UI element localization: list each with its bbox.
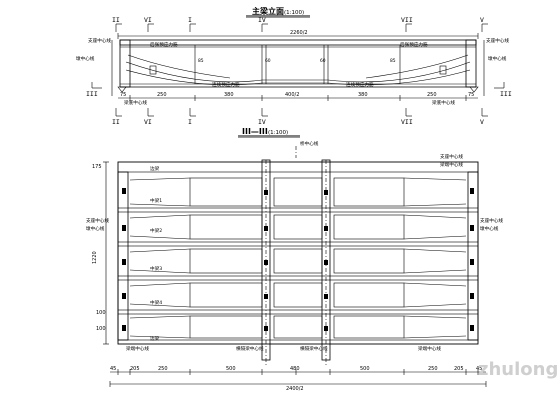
hatch-blocks bbox=[122, 188, 474, 331]
plan-bottom-dim-8: 205 bbox=[454, 366, 464, 372]
height-label-4: 85 bbox=[390, 58, 396, 64]
elev-dim-2: 250 bbox=[157, 92, 167, 98]
diaphragms bbox=[261, 159, 331, 365]
plan-view: III—III (1:100) 桥中心线 bbox=[86, 127, 503, 392]
girder-bands bbox=[117, 171, 479, 341]
girder-label-5: 边梁 bbox=[150, 335, 160, 342]
girder-label-2: 中梁2 bbox=[150, 227, 162, 234]
sec-bot-1: II bbox=[112, 118, 120, 126]
plan-title: III—III bbox=[242, 127, 268, 136]
elevation-scale: (1:100) bbox=[284, 10, 304, 16]
plan-total-dim: 2400/2 bbox=[286, 386, 304, 392]
cable-left-label: 后张预应力筋 bbox=[150, 41, 178, 48]
plan-width-dim: 1220 bbox=[92, 251, 98, 264]
height-label-1: 60 bbox=[265, 58, 271, 64]
cable-right-label: 后张预应力筋 bbox=[400, 41, 428, 48]
plan-bottom-dim-2: 205 bbox=[130, 366, 140, 372]
girder-label-4: 中梁4 bbox=[150, 299, 162, 306]
elevation-view: 主梁立面 (1:100) 2260/2 bbox=[76, 6, 512, 126]
elev-dim-7: 75 bbox=[468, 92, 474, 98]
bottom-left-label: 梁底中心线 bbox=[124, 99, 147, 106]
sec-side-left: III bbox=[86, 90, 98, 98]
sec-bot-4: IV bbox=[258, 118, 266, 126]
elev-dim-6: 250 bbox=[427, 92, 437, 98]
bearing-right-label: 支座中心线 bbox=[486, 37, 509, 44]
elev-dim-1: 75 bbox=[120, 92, 126, 98]
girder-label-0: 边梁 bbox=[150, 165, 160, 172]
plan-bottom-dim-9: 45 bbox=[476, 366, 482, 372]
girder-label-1: 中梁1 bbox=[150, 197, 162, 204]
sec-top-1: II bbox=[112, 16, 120, 24]
bearing-left-label: 支座中心线 bbox=[88, 37, 111, 44]
plan-bottom-dim-4: 500 bbox=[226, 366, 236, 372]
sec-top-6: V bbox=[480, 16, 484, 24]
plan-right-label-2: 墩中心线 bbox=[480, 225, 499, 232]
plan-bottom-dim-7: 250 bbox=[428, 366, 438, 372]
height-label-3: 85 bbox=[198, 58, 204, 64]
sec-top-2: VI bbox=[144, 16, 152, 24]
sec-top-4: IV bbox=[258, 16, 266, 24]
sec-bot-5: VII bbox=[401, 118, 413, 126]
plan-bottom-dim-5: 480 bbox=[290, 366, 300, 372]
plan-bottom-dim-1: 45 bbox=[110, 366, 116, 372]
plan-left-label-1: 支座中心线 bbox=[86, 217, 109, 224]
plan-scale: (1:100) bbox=[268, 130, 288, 136]
plan-top-label-2: 梁端中心线 bbox=[440, 161, 463, 168]
plan-bottom-label-1: 梁端中心线 bbox=[126, 345, 149, 352]
girder-label-3: 中梁3 bbox=[150, 265, 162, 272]
plan-bottom-dim-3: 250 bbox=[158, 366, 168, 372]
plan-bottom-label-4: 梁端中心线 bbox=[418, 345, 441, 352]
sec-top-5: VII bbox=[401, 16, 413, 24]
bottom-right-label: 梁底中心线 bbox=[432, 99, 455, 106]
plan-left-dim-2: 100 bbox=[96, 310, 106, 316]
pier-left-label: 墩中心线 bbox=[76, 55, 95, 62]
sec-side-right: III bbox=[500, 90, 512, 98]
plan-left-label-2: 墩中心线 bbox=[86, 225, 105, 232]
elev-dim-5: 380 bbox=[358, 92, 368, 98]
plan-bottom-dim-6: 500 bbox=[360, 366, 370, 372]
pier-right-label: 墩中心线 bbox=[488, 55, 507, 62]
tendon-left-label: 连续预应力筋 bbox=[212, 81, 240, 88]
sec-bot-3: I bbox=[188, 118, 192, 126]
elevation-total-span: 2260/2 bbox=[290, 30, 308, 36]
height-label-2: 60 bbox=[320, 58, 326, 64]
elevation-title: 主梁立面 bbox=[252, 6, 284, 16]
watermark-text: zhulong.com bbox=[478, 359, 560, 380]
sec-bot-2: VI bbox=[144, 118, 152, 126]
plan-bottom-label-2: 横隔梁中心线 bbox=[236, 345, 264, 352]
plan-bottom-label-3: 横隔梁中心线 bbox=[300, 345, 328, 352]
sec-bot-6: V bbox=[480, 118, 484, 126]
plan-left-dim-3: 100 bbox=[96, 326, 106, 332]
plan-right-label-1: 支座中心线 bbox=[480, 217, 503, 224]
sec-top-3: I bbox=[188, 16, 192, 24]
plan-left-dim-1: 175 bbox=[92, 164, 102, 170]
elev-dim-3: 380 bbox=[224, 92, 234, 98]
watermark-logo: zhulong.com bbox=[478, 359, 560, 380]
elev-dim-4: 400/2 bbox=[285, 92, 299, 98]
plan-top-label-1: 支座中心线 bbox=[440, 153, 463, 160]
plan-centerline-label: 桥中心线 bbox=[300, 140, 319, 147]
tendon-right-label: 连续预应力筋 bbox=[346, 81, 374, 88]
